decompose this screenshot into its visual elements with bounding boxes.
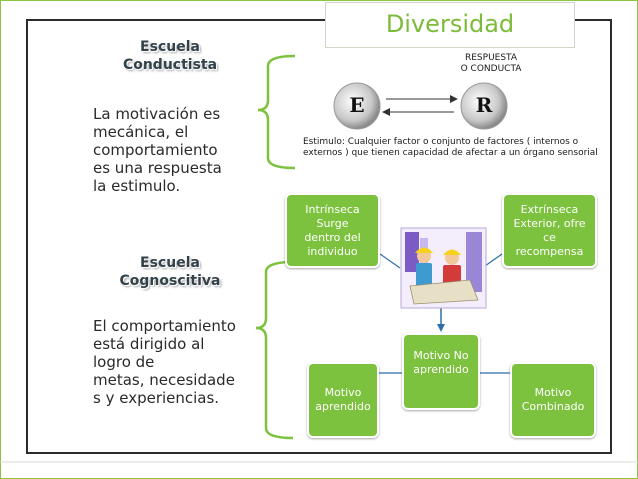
r-circle [460, 82, 508, 130]
box-aprendido-line: aprendido [315, 400, 371, 413]
box-intrinseca-line: individuo [307, 244, 358, 258]
response-label-line1: RESPUESTA [464, 53, 518, 63]
page-title: Diversidad [325, 2, 575, 48]
stimulus-line2: externos ) que tienen capacidad de afect… [303, 148, 598, 158]
box-motivo-aprendido: Motivo aprendido [307, 362, 379, 438]
r-label: R [475, 93, 493, 117]
box-no-aprendido-line: Motivo No [413, 349, 469, 362]
response-label-line2: O CONDUCTA [460, 64, 522, 74]
cognoscitiva-heading-line2: Cognoscitiva [119, 273, 221, 289]
cognoscitiva-heading-line1: Escuela [140, 255, 200, 271]
cognoscitiva-brace [255, 260, 294, 440]
arrow-left-icon [382, 108, 390, 116]
cognoscitiva-text: El comportamiento está dirigido al logro… [93, 317, 268, 407]
conductista-brace [257, 54, 296, 170]
conductista-text-line: la estimulo. [93, 177, 181, 195]
stimulus-line1: Estimulo: Cualquier factor o conjunto de… [303, 137, 579, 147]
conductista-text-line: mecánica, el [93, 123, 189, 141]
cognoscitiva-text-line: logro de [93, 353, 155, 371]
conductista-text-line: es una respuesta [93, 159, 222, 177]
box-aprendido-line: Motivo [324, 386, 362, 399]
box-extrinseca-line: recompensa [515, 244, 584, 258]
box-no-aprendido-line: aprendido [413, 363, 469, 376]
cognoscitiva-text-line: s y experiencias. [93, 389, 220, 407]
box-combinado-line: Combinado [521, 400, 585, 413]
arrow-right-icon [450, 95, 458, 103]
box-extrinseca-line: ce [543, 230, 556, 244]
e-label: E [349, 93, 365, 117]
conductista-text-line: comportamiento [93, 141, 218, 159]
box-extrinseca: Extrínseca Exterior, ofre ce recompensa [502, 193, 597, 268]
box-intrinseca-line: Surge [316, 216, 349, 230]
box-motivo-no-aprendido: Motivo No aprendido [402, 333, 480, 410]
box-intrinseca: Intrínseca Surge dentro del individuo [285, 193, 380, 268]
box-intrinseca-line: Intrínseca [305, 202, 360, 216]
cognoscitiva-heading: Escuela Cognoscitiva [110, 254, 230, 290]
box-intrinseca-line: dentro del [304, 230, 361, 244]
e-circle [333, 82, 381, 130]
stimulus-definition: Estimulo: Cualquier factor o conjunto de… [303, 137, 603, 159]
conductista-heading: Escuela Conductista [110, 38, 230, 74]
cognoscitiva-text-line: metas, necesidade [93, 371, 235, 389]
response-label: RESPUESTA O CONDUCTA [446, 53, 536, 75]
box-motivo-combinado: Motivo Combinado [510, 362, 596, 438]
box-combinado-line: Motivo [534, 386, 572, 399]
cognoscitiva-text-line: está dirigido al [93, 335, 205, 353]
box-extrinseca-line: Exterior, ofre [513, 216, 586, 230]
conductista-heading-line2: Conductista [122, 57, 218, 73]
conductista-heading-line1: Escuela [140, 39, 200, 55]
conductista-text-line: La motivación es [93, 105, 221, 123]
box-extrinseca-line: Extrínseca [520, 202, 579, 216]
conductista-text: La motivación es mecánica, el comportami… [93, 105, 263, 195]
arrow-down-icon [437, 324, 445, 332]
cognoscitiva-text-line: El comportamiento [93, 317, 236, 335]
workers-clipart-icon [400, 227, 487, 309]
